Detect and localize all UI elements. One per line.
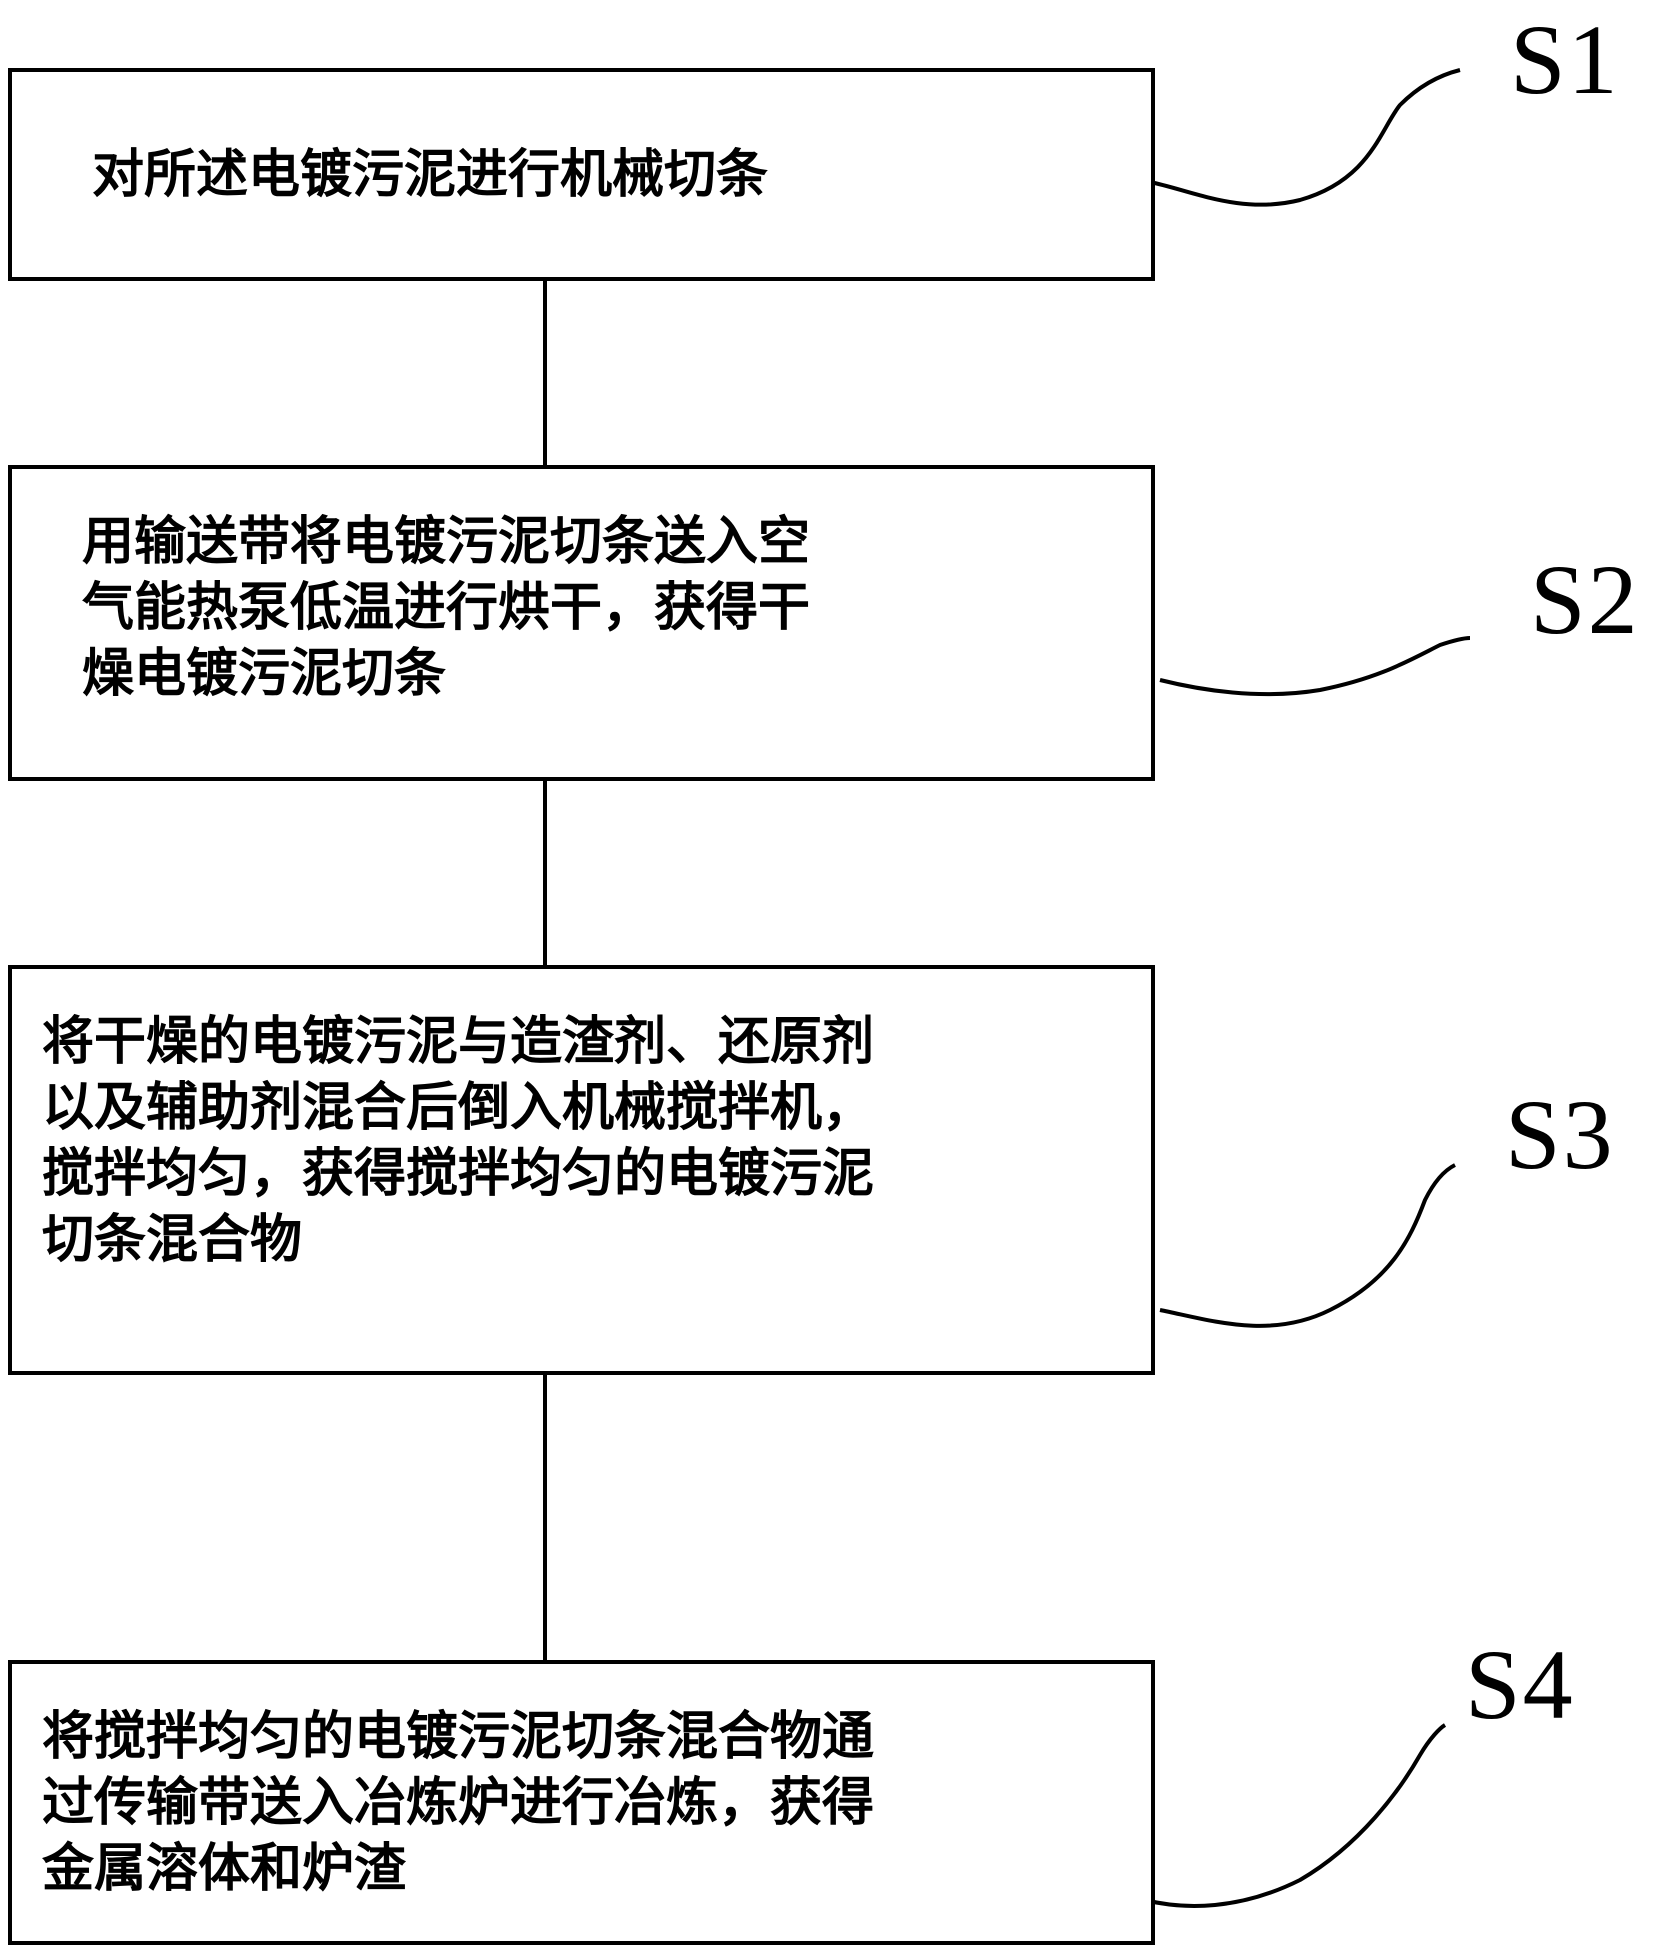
step-text-s4: 将搅拌均匀的电镀污泥切条混合物通 过传输带送入冶炼炉进行冶炼，获得 金属溶体和炉… [42, 1707, 875, 1899]
leader-line-s1 [1149, 68, 1461, 207]
step-box-s1: 对所述电镀污泥进行机械切条 [8, 68, 1155, 281]
step-text-s2: 用输送带将电镀污泥切条送入空 气能热泵低温进行烘干，获得干 燥电镀污泥切条 [82, 512, 811, 704]
step-label-s4: S4 [1465, 1629, 1575, 1740]
step-text-s1: 对所述电镀污泥进行机械切条 [92, 145, 769, 205]
step-box-s2: 用输送带将电镀污泥切条送入空 气能热泵低温进行烘干，获得干 燥电镀污泥切条 [8, 465, 1155, 781]
leader-line-s4 [1144, 1723, 1447, 1908]
step-text-s3: 将干燥的电镀污泥与造渣剂、还原剂 以及辅助剂混合后倒入机械搅拌机， 搅拌均匀，获… [42, 1012, 875, 1270]
step-label-s1: S1 [1510, 4, 1620, 115]
step-label-s3: S3 [1505, 1079, 1615, 1190]
step-box-s3: 将干燥的电镀污泥与造渣剂、还原剂 以及辅助剂混合后倒入机械搅拌机， 搅拌均匀，获… [8, 965, 1155, 1375]
leader-line-s3 [1159, 1163, 1456, 1328]
leader-line-s2 [1159, 636, 1471, 697]
step-label-s2: S2 [1530, 544, 1640, 655]
step-box-s4: 将搅拌均匀的电镀污泥切条混合物通 过传输带送入冶炼炉进行冶炼，获得 金属溶体和炉… [8, 1660, 1155, 1945]
